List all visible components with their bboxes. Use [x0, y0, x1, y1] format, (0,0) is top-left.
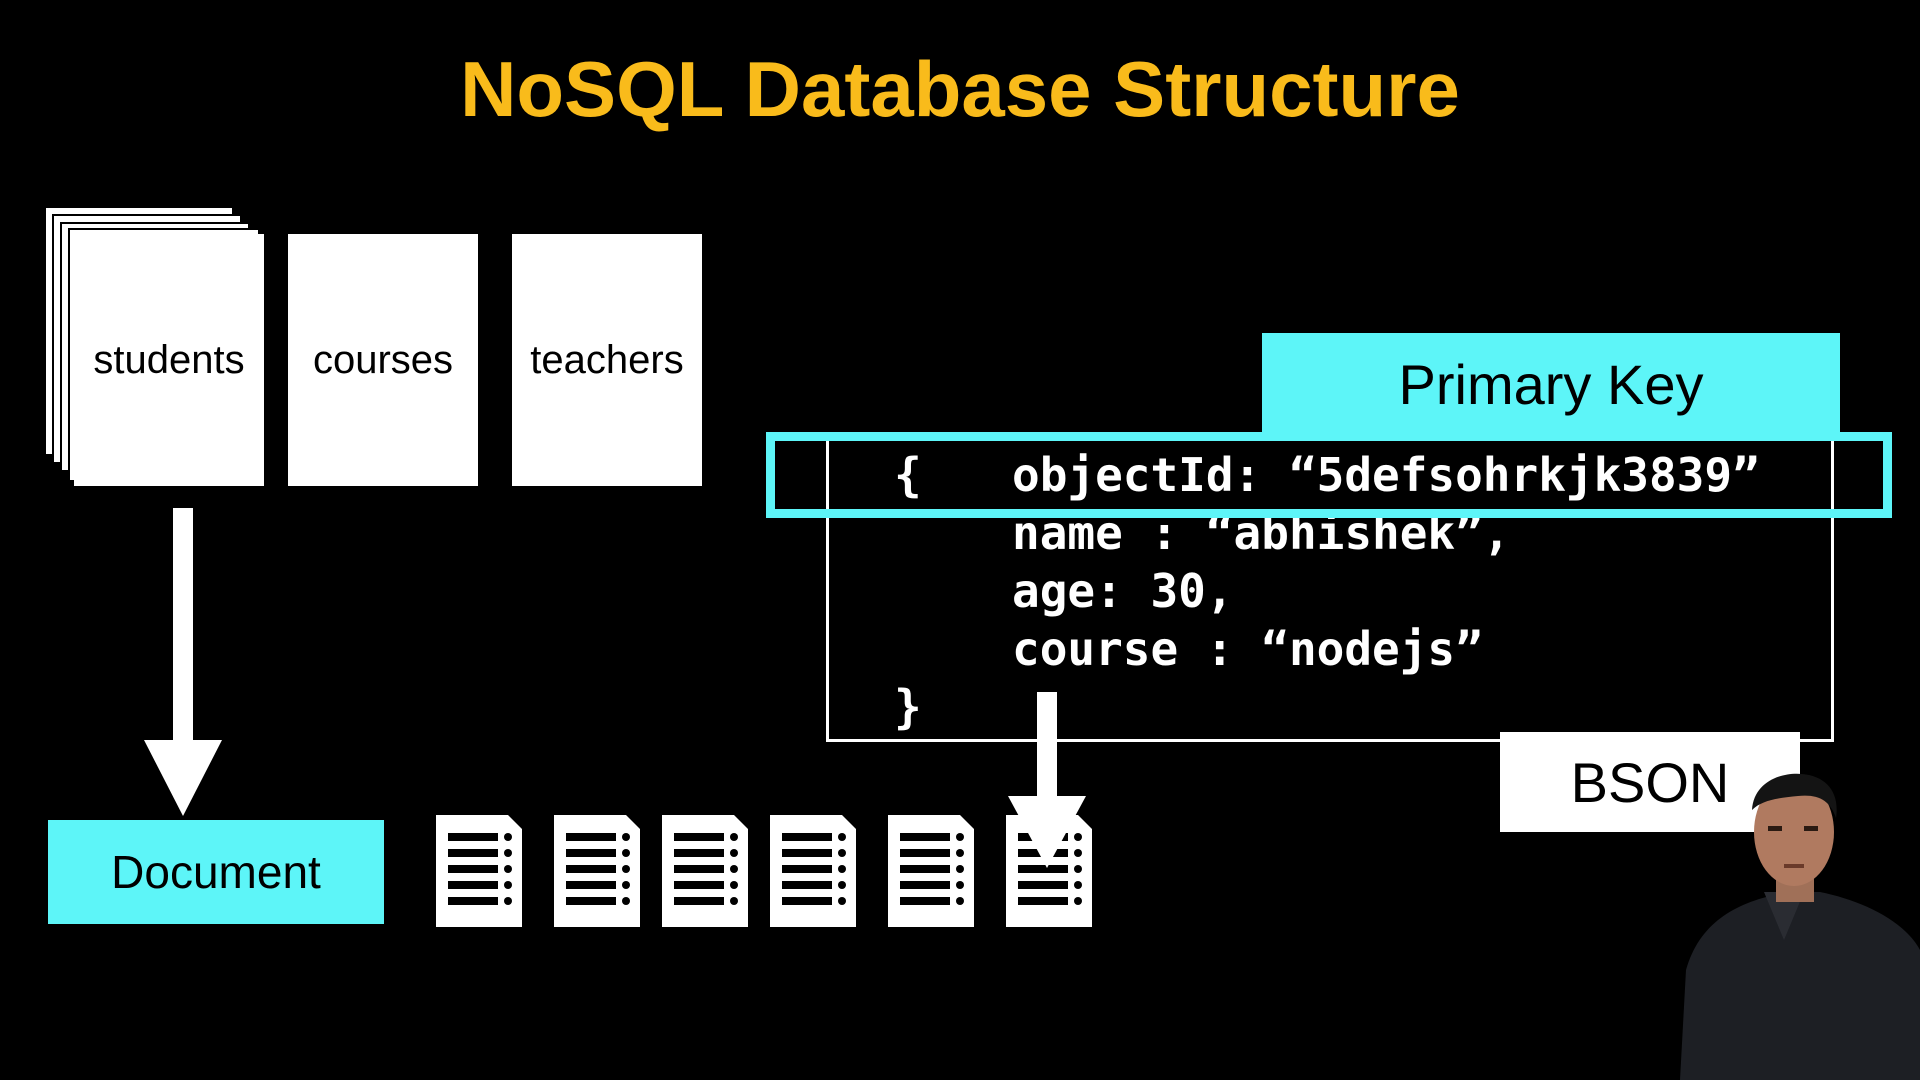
collection-label: teachers	[530, 337, 684, 382]
collection-courses: courses	[288, 234, 478, 486]
collection-label: courses	[312, 337, 454, 382]
document-label: Document	[48, 820, 384, 924]
document-icon	[662, 815, 748, 927]
json-close-brace: }	[894, 680, 922, 734]
primary-key-label: Primary Key	[1262, 333, 1840, 435]
primary-key-highlight	[766, 432, 1892, 518]
collection-label: students	[93, 337, 245, 382]
json-line-course: course : “nodejs”	[1012, 622, 1483, 676]
document-icon	[554, 815, 640, 927]
slide-title: NoSQL Database Structure	[460, 45, 1460, 133]
collection-students: students	[74, 234, 264, 486]
document-icon	[888, 815, 974, 927]
json-line-object-id: objectId: “5defsohrkjk3839”	[1012, 448, 1760, 502]
collection-to-document-arrow	[173, 508, 193, 748]
json-open-brace: {	[894, 448, 922, 502]
json-to-document-arrow	[1037, 692, 1057, 802]
arrow-head-icon	[144, 740, 222, 816]
document-icon	[436, 815, 522, 927]
presenter-video	[1680, 773, 1920, 1080]
arrow-head-icon	[1008, 796, 1086, 868]
json-line-age: age: 30,	[1012, 564, 1234, 618]
bson-label: BSON	[1500, 732, 1800, 832]
collection-teachers: teachers	[512, 234, 702, 486]
document-icon	[770, 815, 856, 927]
